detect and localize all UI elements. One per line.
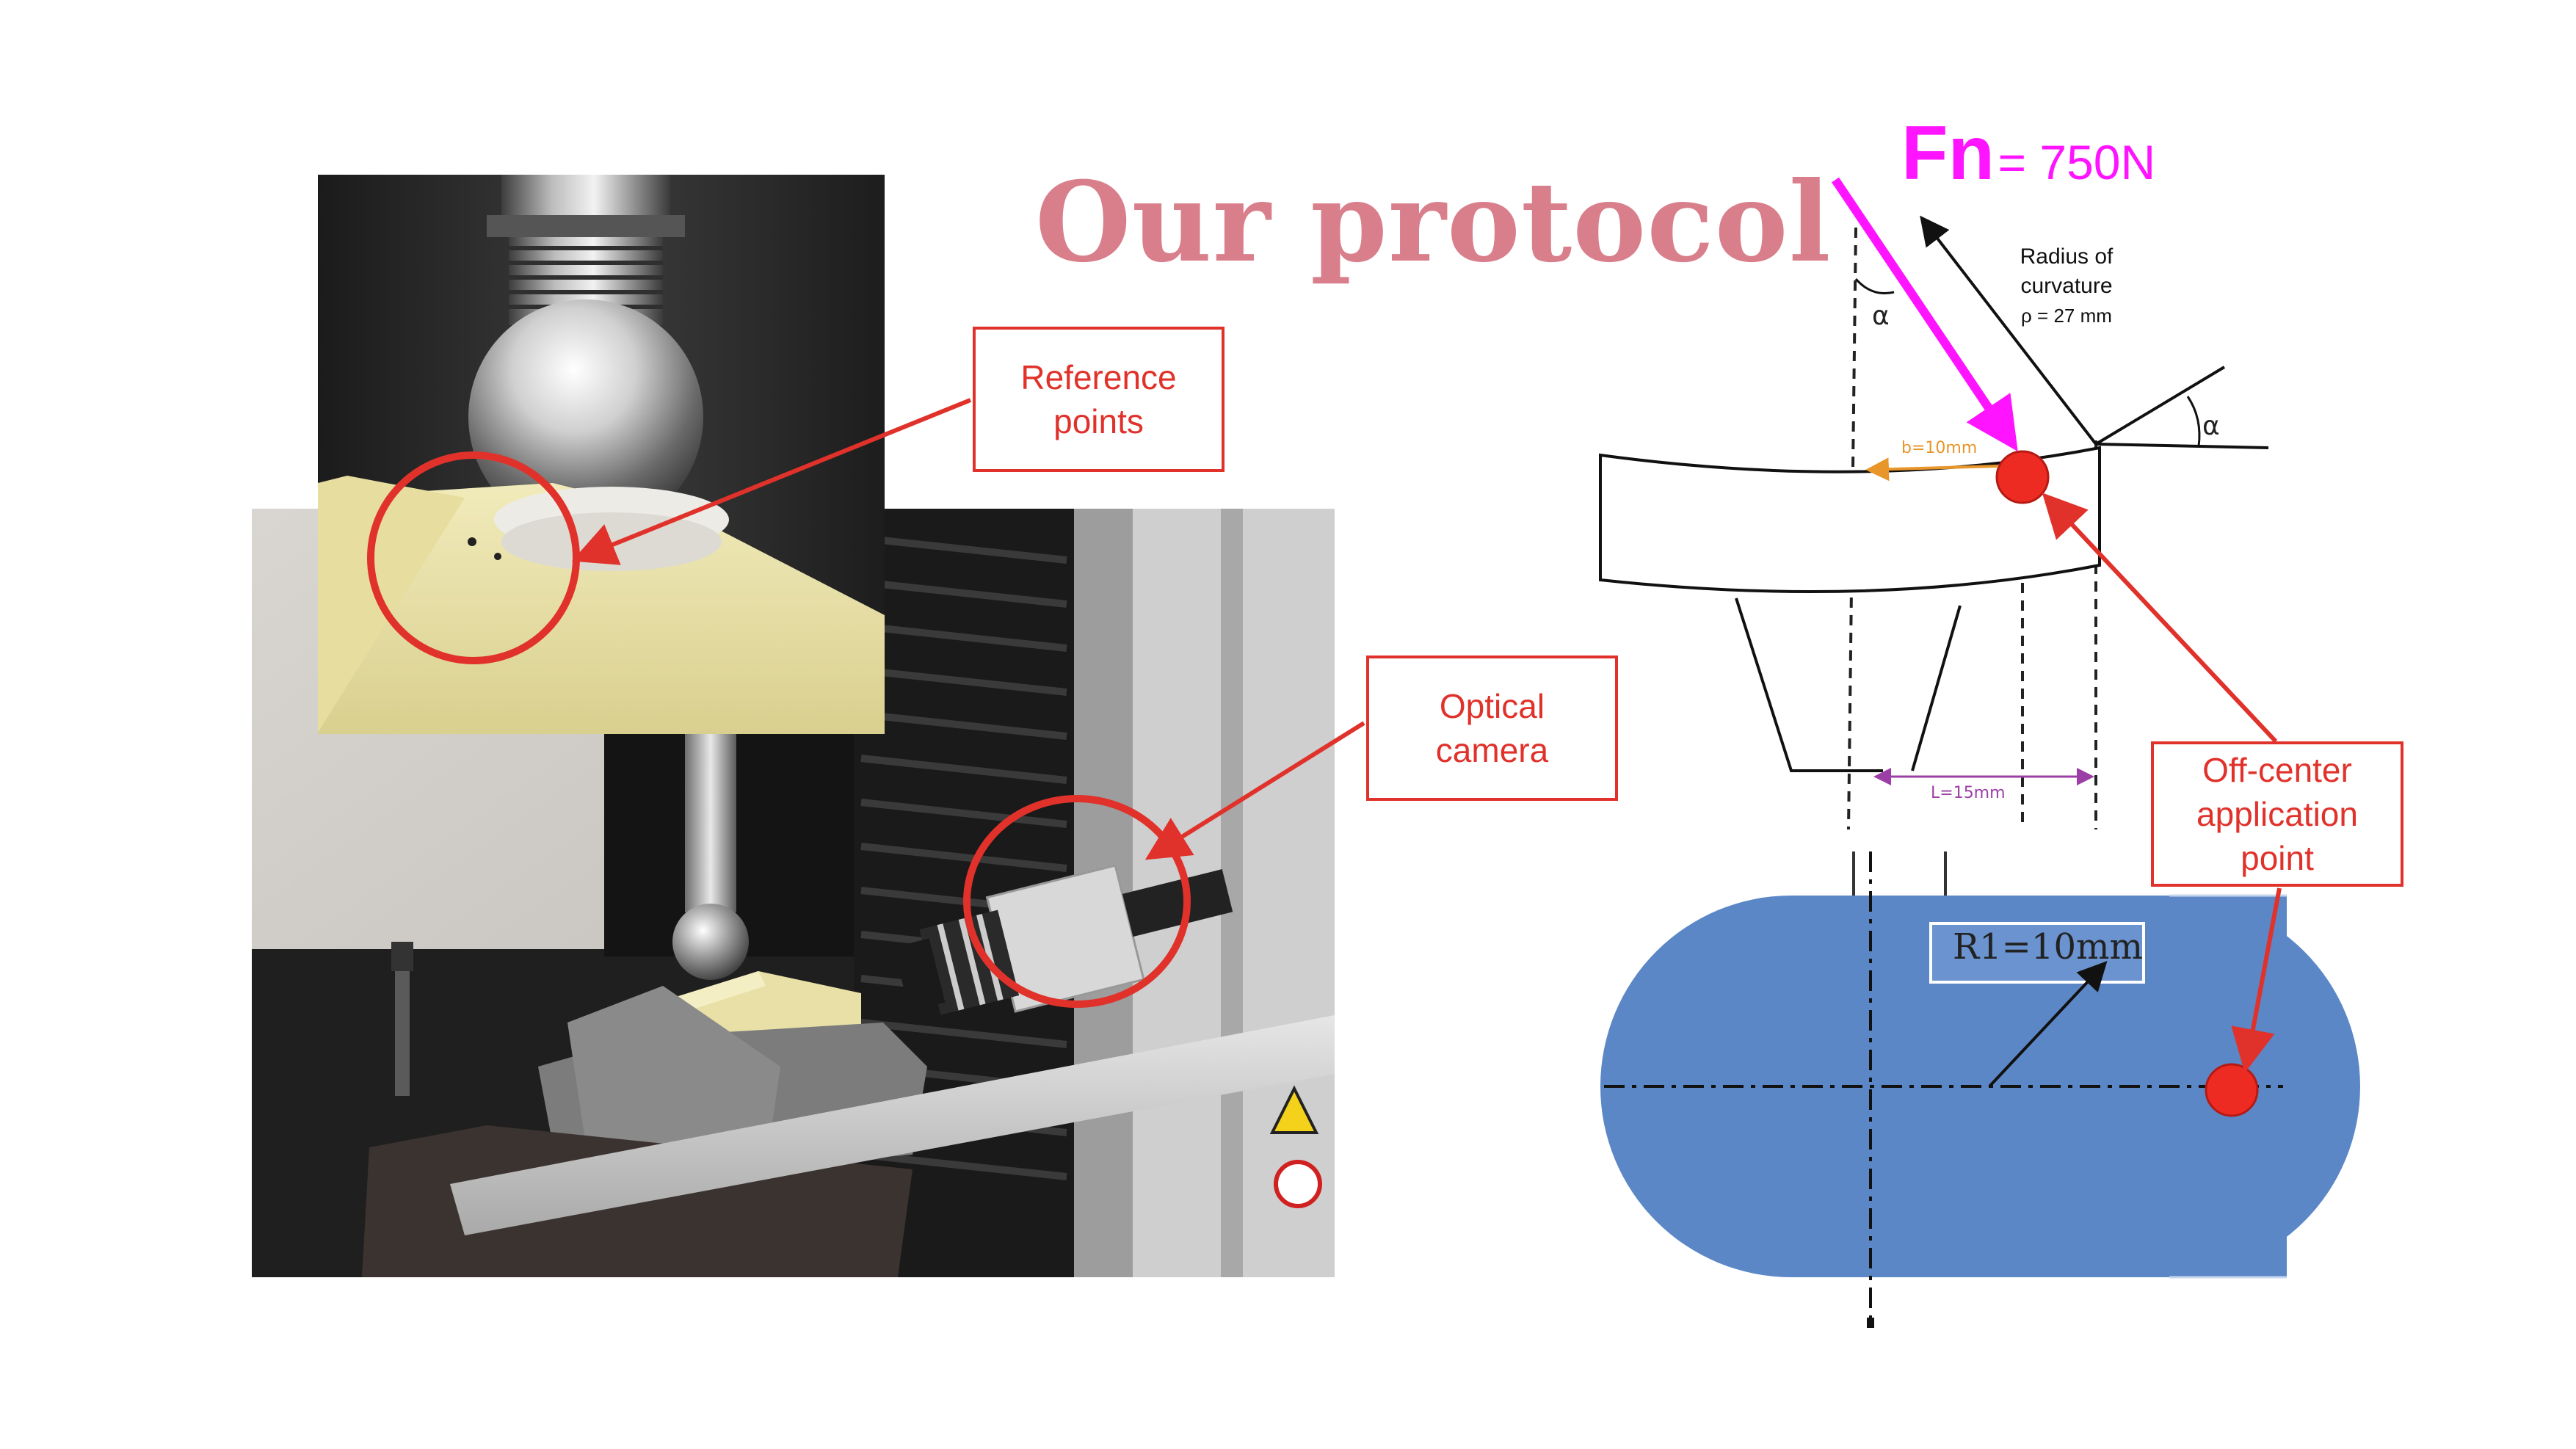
radius-label-line3: ρ = 27 mm [2021, 305, 2112, 327]
implant-diagram [1599, 177, 2360, 1328]
callout-optical-camera-text: Optical camera [1435, 687, 1549, 769]
application-point-bottom [2205, 1063, 2259, 1117]
test-setup-photo-drawing [252, 509, 1335, 1277]
test-setup-photo [252, 509, 1335, 1277]
b-dimension-label: b=10mm [1901, 439, 1978, 457]
r1-arrow [1988, 961, 2108, 1088]
radius-label-line1: Radius of [2020, 244, 2114, 269]
b-dimension [1865, 457, 1999, 482]
off-center-arrow-top [2042, 493, 2278, 744]
insert-stem-left [1735, 598, 1883, 772]
force-arrow [1832, 177, 2018, 451]
alpha-left: α [1872, 301, 1890, 331]
callout-off-center-text: Off-center application point [2196, 751, 2358, 877]
radius-label-line2: curvature [2020, 274, 2113, 298]
optical-camera-circle [963, 795, 1191, 1008]
callout-off-center: Off-center application point [2151, 741, 2403, 887]
r1-label: R1=10mm [1953, 926, 2144, 967]
insert-slab [1599, 446, 2101, 593]
centerlines [1604, 851, 2283, 1321]
callout-reference-points: Reference points [973, 327, 1224, 472]
callout-reference-points-text: Reference points [1020, 358, 1177, 440]
application-point-top [1995, 450, 2050, 504]
alpha-right: α [2202, 411, 2220, 441]
radius-arrow [1920, 215, 2097, 446]
reference-points-arrow [571, 398, 972, 565]
optical-camera-arrow [1144, 721, 1365, 860]
slide-title: Our protocol [1035, 158, 1832, 287]
off-center-arrow-bottom [2231, 887, 2282, 1073]
reference-points-circle [367, 451, 580, 664]
callout-optical-camera: Optical camera [1366, 656, 1618, 801]
force-symbol: Fn [1901, 111, 1995, 196]
force-value: = 750N [1998, 135, 2156, 189]
radius-label: Radius of curvature ρ = 27 mm [1978, 242, 2155, 330]
force-label: Fn = 750N [1901, 110, 2155, 197]
r1-label-box [1929, 922, 2145, 984]
l-dimension-label: L=15mm [1931, 784, 2006, 802]
insert-stem-right [1911, 605, 1962, 771]
